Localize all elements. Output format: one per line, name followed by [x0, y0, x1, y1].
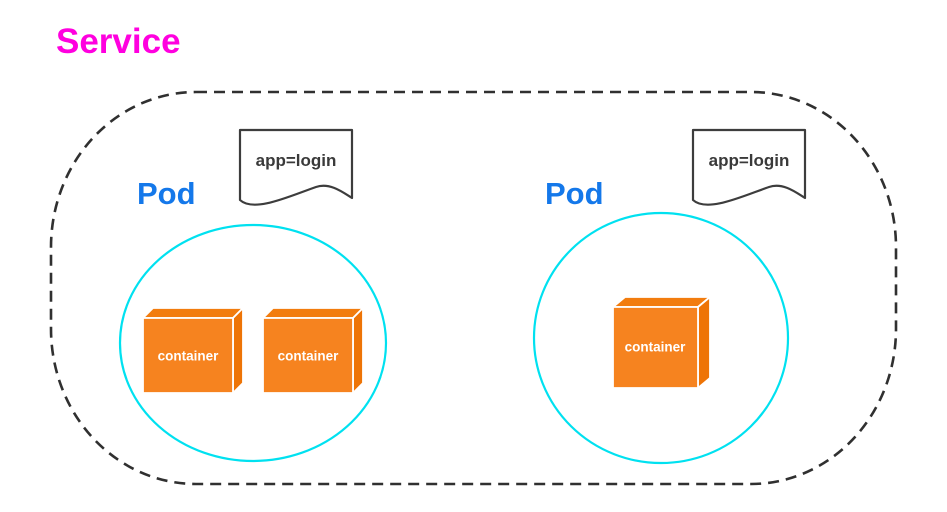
- selector-note-shape-left: [238, 128, 354, 206]
- pod-circle-left: [118, 223, 388, 463]
- selector-note-shape-right: [691, 128, 807, 206]
- pod-label-right: Pod: [545, 176, 604, 211]
- pod-circle-right: [532, 211, 790, 465]
- selector-label-right: app=login: [708, 151, 790, 170]
- container-box-1: [142, 307, 244, 394]
- container-label: container: [277, 348, 339, 364]
- container-label: container: [624, 339, 686, 355]
- selector-label-left: app=login: [255, 151, 337, 170]
- service-title: Service: [56, 22, 181, 61]
- service-boundary: [49, 90, 898, 486]
- container-label: container: [157, 348, 219, 364]
- pod-label-left: Pod: [137, 176, 196, 211]
- container-box-2: [262, 307, 364, 394]
- container-box-3: [612, 296, 711, 389]
